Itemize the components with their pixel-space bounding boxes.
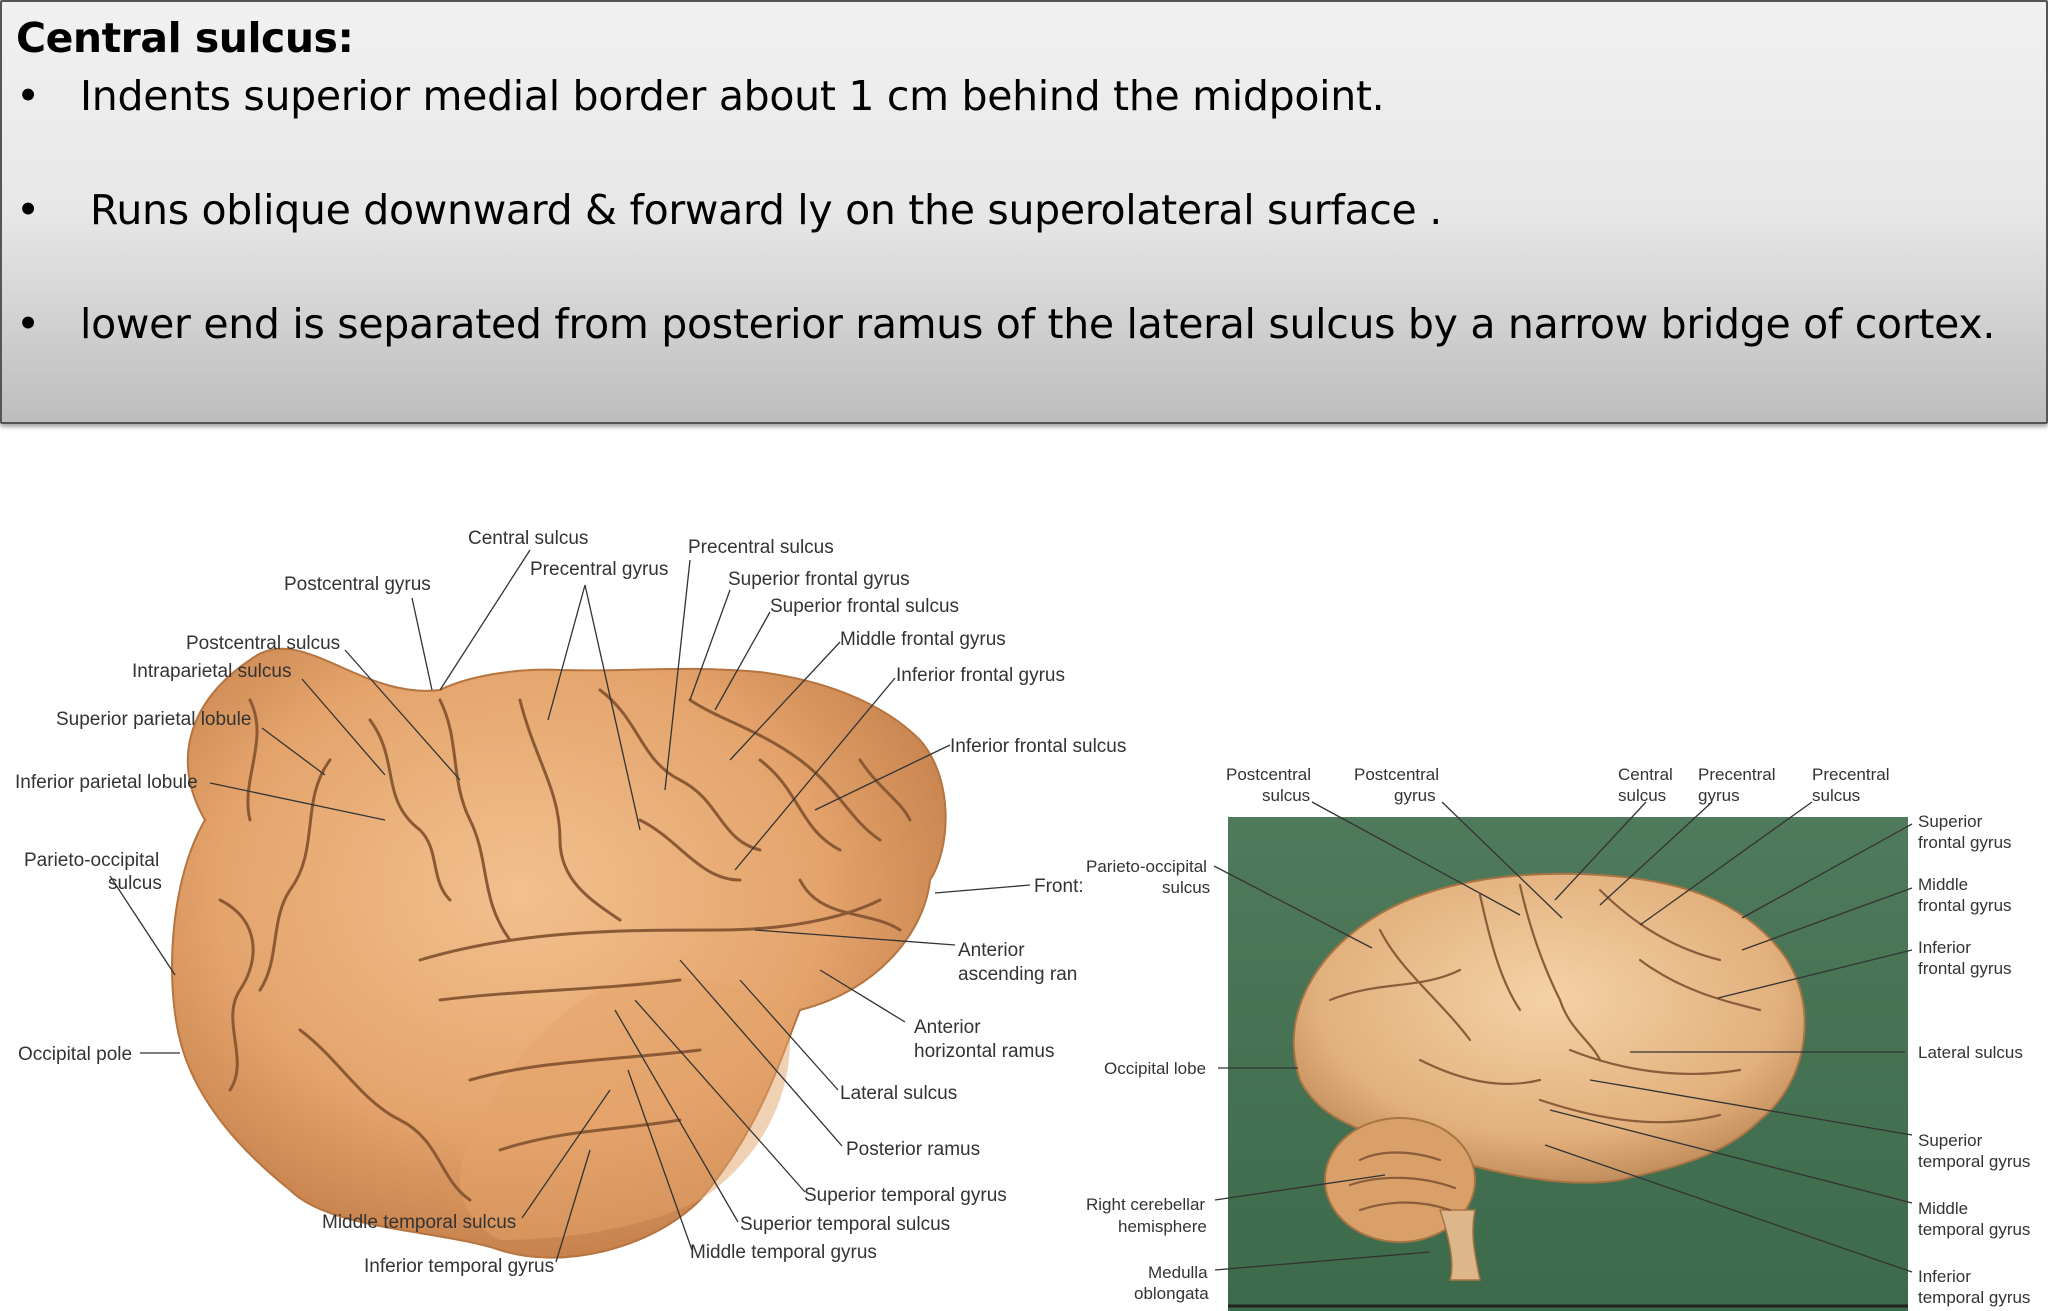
label-anterior-ascending-ramus: Anterior <box>958 940 1025 961</box>
label-r-parieto-occipital: Parieto-occipital <box>1086 857 1207 876</box>
label-inferior-frontal-sulcus: Inferior frontal sulcus <box>950 736 1126 757</box>
label-anterior-horizontal-ramus-2: horizontal ramus <box>914 1041 1054 1062</box>
right-labels: Postcentral sulcus Postcentral gyrus Cen… <box>1086 765 2030 1307</box>
label-r-precentral-gyrus-2: gyrus <box>1698 786 1740 805</box>
bullet-text: lower end is separated from posterior ra… <box>80 300 1996 348</box>
label-anterior-ascending-ramus-2: ascending ran <box>958 964 1077 985</box>
label-inferior-parietal-lobule: Inferior parietal lobule <box>15 772 198 793</box>
label-superior-temporal-gyrus: Superior temporal gyrus <box>804 1185 1007 1206</box>
label-r-right-cerebellar: Right cerebellar <box>1086 1195 1205 1214</box>
right-brain-photo <box>1228 817 1908 1311</box>
label-r-superior-temporal: Superior <box>1918 1131 1983 1150</box>
label-middle-temporal-gyrus: Middle temporal gyrus <box>690 1242 877 1263</box>
bullet-text: Indents superior medial border about 1 c… <box>80 72 1385 120</box>
label-parieto-occipital-sulcus: Parieto-occipital <box>24 850 159 871</box>
label-r-occipital-lobe: Occipital lobe <box>1104 1059 1206 1078</box>
label-r-parieto-occipital-2: sulcus <box>1162 878 1210 897</box>
label-r-lateral-sulcus: Lateral sulcus <box>1918 1043 2023 1062</box>
label-r-medulla: Medulla <box>1148 1263 1208 1282</box>
slide-heading: Central sulcus: <box>16 14 354 62</box>
label-r-middle-frontal: Middle <box>1918 875 1968 894</box>
label-superior-frontal-gyrus: Superior frontal gyrus <box>728 569 910 590</box>
label-precentral-sulcus: Precentral sulcus <box>688 537 834 558</box>
label-r-precentral-sulcus-2: sulcus <box>1812 786 1860 805</box>
label-lateral-sulcus: Lateral sulcus <box>840 1083 957 1104</box>
label-r-postcentral-gyrus-2: gyrus <box>1394 786 1436 805</box>
bullet-marker: • <box>16 186 40 234</box>
bullet-text: Runs oblique downward & forward ly on th… <box>90 186 1442 234</box>
label-r-superior-frontal: Superior <box>1918 812 1983 831</box>
label-inferior-temporal-gyrus: Inferior temporal gyrus <box>364 1256 554 1277</box>
right-leader-lines <box>1213 801 1913 1273</box>
label-inferior-frontal-gyrus: Inferior frontal gyrus <box>896 665 1065 686</box>
label-r-inferior-frontal-2: frontal gyrus <box>1918 959 2012 978</box>
label-central-sulcus: Central sulcus <box>468 528 588 549</box>
bullet-item: • Runs oblique downward & forward ly on t… <box>16 186 1442 234</box>
label-r-right-cerebellar-2: hemisphere <box>1118 1217 1207 1236</box>
left-leader-lines <box>109 549 1031 1263</box>
label-superior-temporal-sulcus: Superior temporal sulcus <box>740 1214 950 1235</box>
label-parieto-occipital-sulcus-2: sulcus <box>108 873 162 894</box>
brainstem-shape <box>1438 1209 1481 1281</box>
label-r-postcentral-sulcus-2: sulcus <box>1262 786 1310 805</box>
label-r-precentral-gyrus: Precentral <box>1698 765 1775 784</box>
label-anterior-horizontal-ramus: Anterior <box>914 1017 981 1038</box>
label-r-postcentral-sulcus: Postcentral <box>1226 765 1311 784</box>
label-r-central-sulcus: Central <box>1618 765 1673 784</box>
label-posterior-ramus: Posterior ramus <box>846 1139 980 1160</box>
left-labels: Central sulcus Precentral sulcus Postcen… <box>15 528 1126 1277</box>
bullet-marker: • <box>16 300 40 348</box>
cerebellum-shape <box>1324 1117 1476 1243</box>
label-middle-temporal-sulcus: Middle temporal sulcus <box>322 1212 516 1233</box>
label-postcentral-gyrus: Postcentral gyrus <box>284 574 431 595</box>
label-r-precentral-sulcus: Precentral <box>1812 765 1889 784</box>
label-r-superior-temporal-2: temporal gyrus <box>1918 1152 2030 1171</box>
label-postcentral-sulcus: Postcentral sulcus <box>186 633 340 654</box>
label-r-middle-temporal-2: temporal gyrus <box>1918 1220 2030 1239</box>
label-r-superior-frontal-2: frontal gyrus <box>1918 833 2012 852</box>
left-brain-illustration <box>171 647 947 1259</box>
text-panel: Central sulcus: • Indents superior medial… <box>0 0 2048 424</box>
label-occipital-pole: Occipital pole <box>18 1044 132 1065</box>
label-intraparietal-sulcus: Intraparietal sulcus <box>132 661 291 682</box>
label-r-inferior-temporal-2: temporal gyrus <box>1918 1288 2030 1307</box>
label-frontal: Front: <box>1034 876 1084 897</box>
label-r-central-sulcus-2: sulcus <box>1618 786 1666 805</box>
label-r-postcentral-gyrus: Postcentral <box>1354 765 1439 784</box>
label-r-middle-temporal: Middle <box>1918 1199 1968 1218</box>
label-middle-frontal-gyrus: Middle frontal gyrus <box>840 629 1006 650</box>
bullet-marker: • <box>16 72 40 120</box>
label-superior-parietal-lobule: Superior parietal lobule <box>56 709 251 730</box>
bullet-item: • lower end is separated from posterior r… <box>16 300 1995 348</box>
bullet-item: • Indents superior medial border about 1 … <box>16 72 1385 120</box>
label-r-medulla-2: oblongata <box>1134 1284 1209 1303</box>
label-r-middle-frontal-2: frontal gyrus <box>1918 896 2012 915</box>
label-superior-frontal-sulcus: Superior frontal sulcus <box>770 596 959 617</box>
label-r-inferior-temporal: Inferior <box>1918 1267 1971 1286</box>
label-precentral-gyrus: Precentral gyrus <box>530 559 668 580</box>
label-r-inferior-frontal: Inferior <box>1918 938 1971 957</box>
